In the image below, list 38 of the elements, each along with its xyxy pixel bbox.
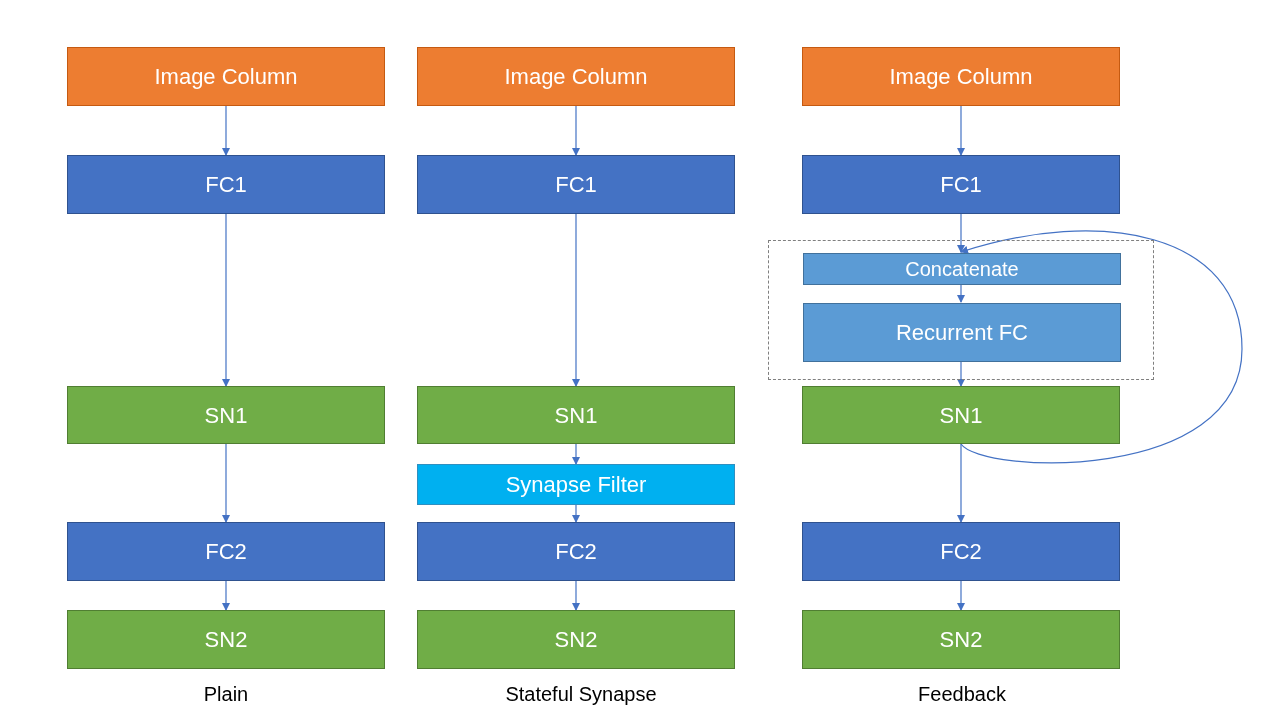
- arrow: [957, 283, 965, 303]
- layer-box: Concatenate: [803, 253, 1121, 285]
- arrow: [572, 213, 580, 387]
- layer-box: Recurrent FC: [803, 303, 1121, 362]
- layer-box: SN2: [417, 610, 735, 669]
- arrow: [222, 443, 230, 523]
- arrow: [957, 213, 965, 253]
- arrow: [222, 213, 230, 387]
- group-box: [768, 240, 1154, 380]
- layer-box: FC1: [67, 155, 385, 214]
- layer-box: SN1: [417, 386, 735, 444]
- layer-box: SN2: [67, 610, 385, 669]
- layer-box: FC1: [802, 155, 1120, 214]
- arrow: [957, 105, 965, 156]
- layer-box: FC2: [417, 522, 735, 581]
- arrow: [960, 230, 1243, 464]
- layer-box: FC1: [417, 155, 735, 214]
- arrow: [222, 105, 230, 156]
- layer-box: SN2: [802, 610, 1120, 669]
- arrow: [957, 580, 965, 611]
- layer-box: SN1: [67, 386, 385, 444]
- arrow: [957, 443, 965, 523]
- layer-box: FC2: [802, 522, 1120, 581]
- input-box: Image Column: [417, 47, 735, 106]
- column-caption: Stateful Synapse: [505, 682, 657, 707]
- arrow: [572, 580, 580, 611]
- filter-box: Synapse Filter: [417, 464, 735, 505]
- input-box: Image Column: [802, 47, 1120, 106]
- input-box: Image Column: [67, 47, 385, 106]
- layer-box: SN1: [802, 386, 1120, 444]
- column-caption: Plain: [203, 682, 249, 707]
- arrow: [572, 443, 580, 465]
- column-caption: Feedback: [918, 682, 1006, 707]
- arrow: [957, 360, 965, 387]
- layer-box: FC2: [67, 522, 385, 581]
- arrow: [572, 105, 580, 156]
- arrow: [222, 580, 230, 611]
- arrow: [572, 504, 580, 523]
